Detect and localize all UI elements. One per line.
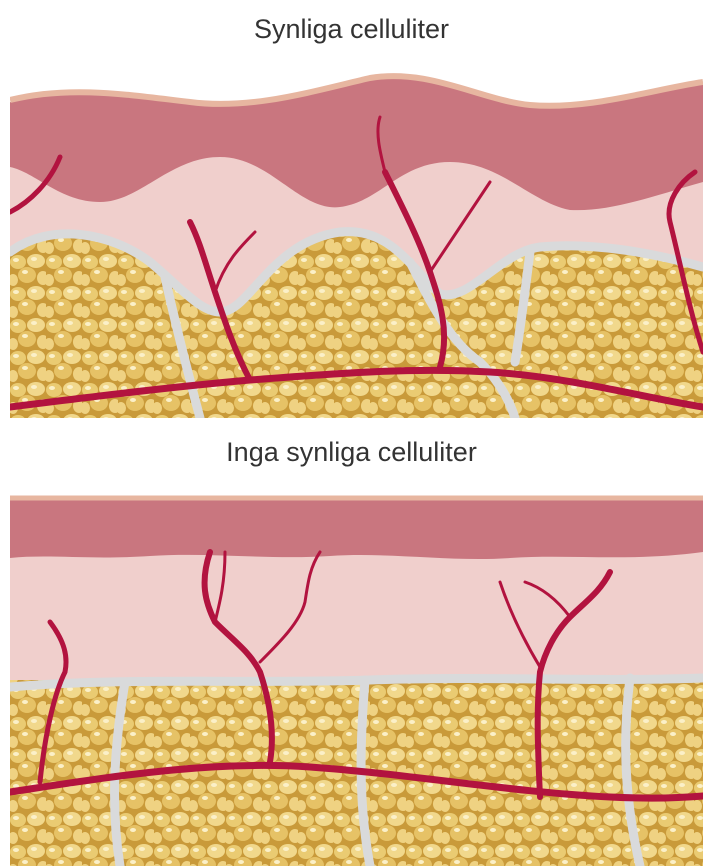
title-no-visible-cellulite: Inga synliga celluliter	[0, 437, 703, 468]
epidermis-layer	[10, 500, 703, 559]
skin-cross-section-no-cellulite	[10, 492, 703, 866]
title-visible-cellulite: Synliga celluliter	[0, 14, 703, 45]
skin-cross-section-visible-cellulite	[10, 62, 703, 418]
